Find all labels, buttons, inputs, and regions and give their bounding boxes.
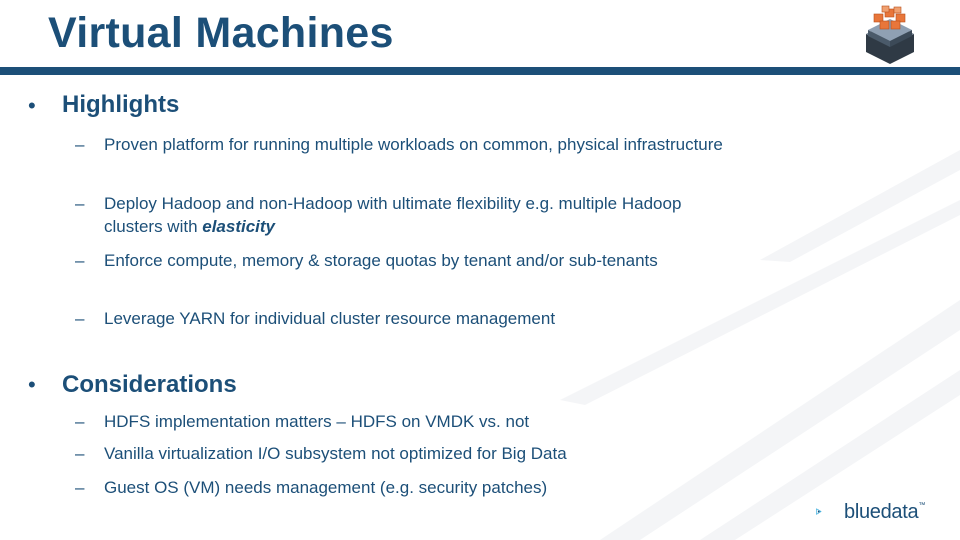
list-item-text: Guest OS (VM) needs management (e.g. sec… (104, 478, 548, 497)
list-item-text-main: Deploy Hadoop and non-Hadoop with ultima… (104, 194, 682, 236)
bullet-icon: • (28, 372, 36, 397)
list-item-emphasis: elasticity (202, 217, 276, 236)
dash-icon: – (75, 194, 85, 213)
list-item-text: Proven platform for running multiple wor… (104, 135, 723, 154)
dash-icon: – (75, 309, 85, 328)
list-item: – Deploy Hadoop and non-Hadoop with ulti… (75, 192, 725, 238)
bluedata-logo-text: bluedata™ (844, 502, 925, 522)
list-item-text: HDFS implementation matters – HDFS on VM… (104, 412, 530, 431)
section-heading-highlights: Highlights (62, 91, 180, 118)
dash-icon: – (75, 478, 85, 497)
logo-name: bluedata (844, 501, 919, 523)
page-title: Virtual Machines (48, 9, 394, 57)
list-item: – Guest OS (VM) needs management (e.g. s… (75, 476, 725, 499)
dash-icon: – (75, 251, 85, 270)
title-underline (0, 67, 960, 75)
list-item-text: Leverage YARN for individual cluster res… (104, 309, 556, 328)
stacked-vm-cube-icon (866, 5, 914, 64)
list-item: – Enforce compute, memory & storage quot… (75, 249, 725, 272)
list-item-text: Enforce compute, memory & storage quotas… (104, 251, 658, 270)
list-item-text: Vanilla virtualization I/O subsystem not… (104, 444, 567, 463)
bullet-icon: • (28, 93, 36, 118)
dash-icon: – (75, 135, 85, 154)
list-item: – HDFS implementation matters – HDFS on … (75, 410, 725, 433)
dash-icon: – (75, 444, 85, 463)
list-item-text: Deploy Hadoop and non-Hadoop with ultima… (104, 192, 725, 238)
list-item: – Proven platform for running multiple w… (75, 133, 725, 156)
list-item: – Vanilla virtualization I/O subsystem n… (75, 442, 725, 465)
dash-icon: – (75, 412, 85, 431)
bluedata-logo-icon (816, 508, 822, 515)
list-item: – Leverage YARN for individual cluster r… (75, 307, 725, 330)
section-heading-considerations: Considerations (62, 371, 237, 398)
logo-trademark: ™ (918, 502, 926, 509)
